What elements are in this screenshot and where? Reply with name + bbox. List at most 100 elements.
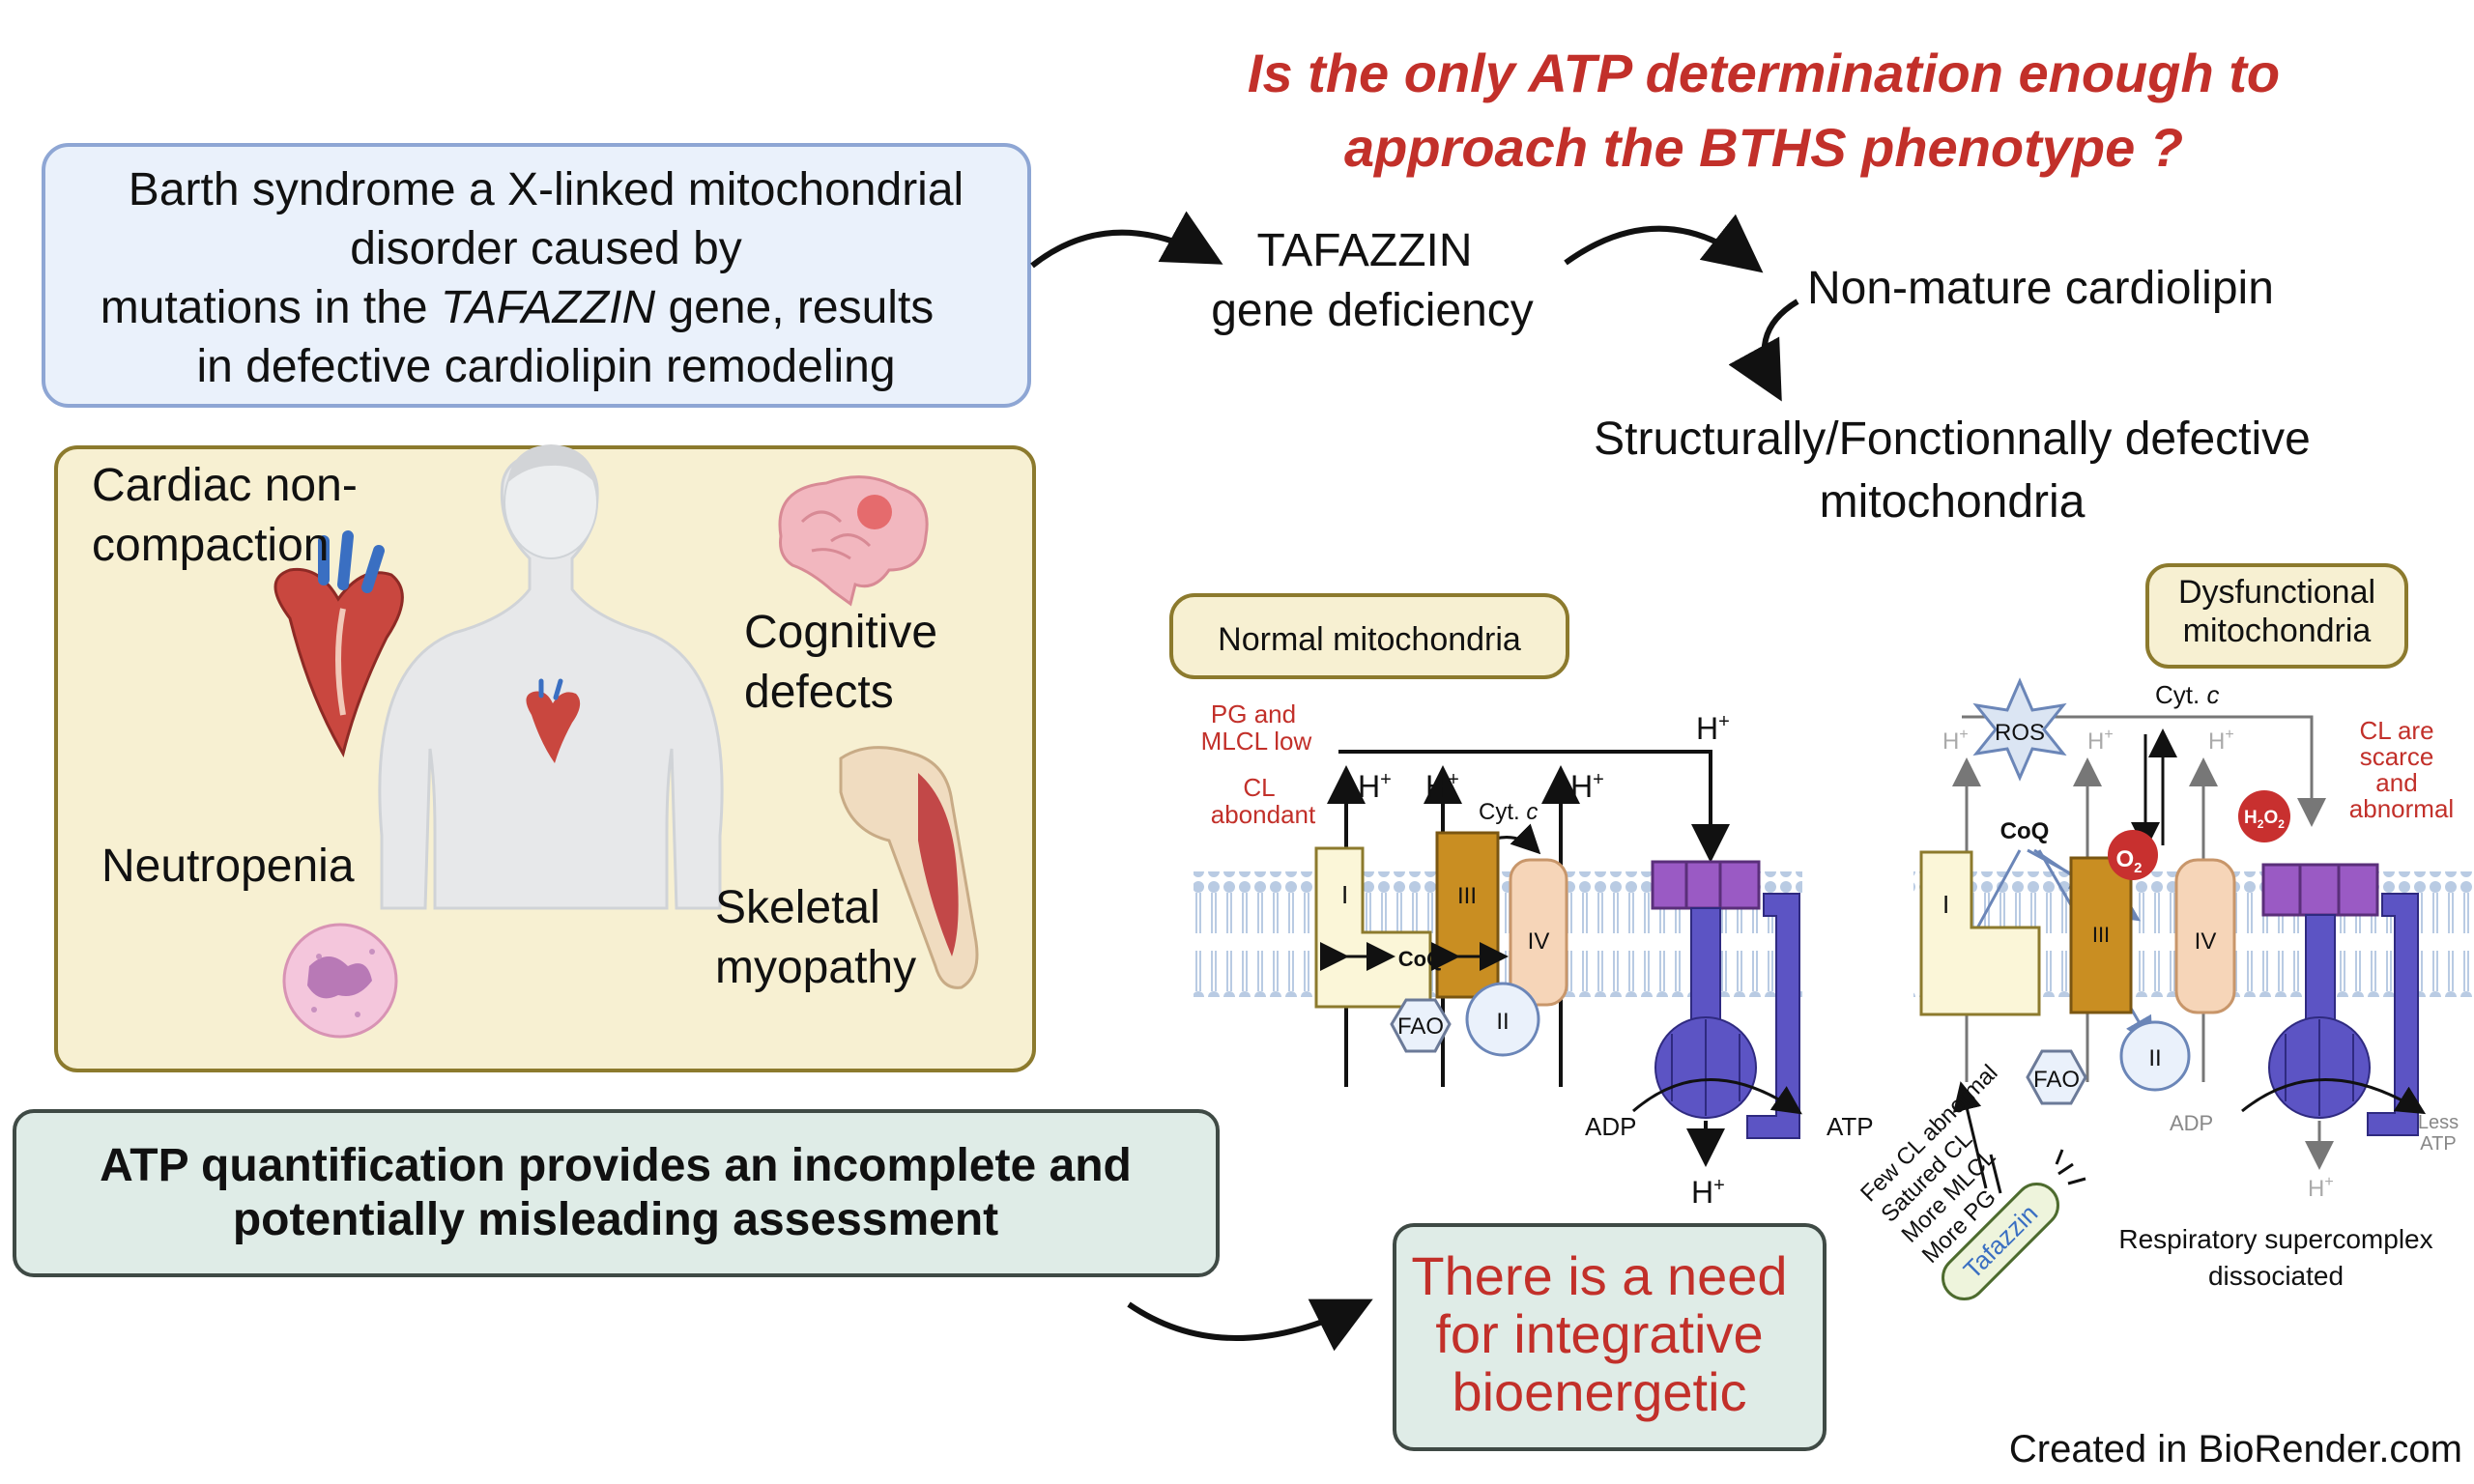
normal-fao-label: FAO	[1397, 1013, 1444, 1040]
flow-arrow-2	[1564, 214, 1764, 273]
dys-fao-label: FAO	[2033, 1067, 2080, 1093]
cardiac-line2: compaction	[92, 520, 329, 571]
superoxide-label: O2	[2115, 846, 2142, 876]
normal-h-plus-2: H+	[1425, 769, 1459, 804]
dysfunctional-line1: Dysfunctional	[2178, 574, 2375, 611]
normal-complex-III	[1435, 831, 1500, 999]
atp-quantification-box: ATP quantification provides an incomplet…	[13, 1109, 1220, 1277]
question-line2: approach the BTHS phenotype ?	[1344, 117, 2183, 178]
defective-line2: mitochondria	[1820, 476, 2086, 528]
flow-arrow-1	[1030, 211, 1223, 269]
dys-cl-line2: scarce	[2360, 742, 2434, 771]
tafazzin-line1: TAFAZZIN	[1256, 225, 1472, 276]
dysfunctional-line2: mitochondria	[2183, 613, 2372, 649]
question-line1: Is the only ATP determination enough to	[1248, 43, 2280, 103]
supercomplex-line1: Respiratory supercomplex	[2118, 1224, 2432, 1254]
cl-line1: CL	[1243, 773, 1275, 802]
nonmature-cardiolipin: Non-mature cardiolipin	[1807, 263, 2274, 314]
ros-star	[1972, 677, 2067, 782]
superoxide-icon	[2108, 830, 2158, 880]
normal-adp: ADP	[1585, 1112, 1636, 1141]
biorender-credit: Created in BioRender.com	[2009, 1428, 2462, 1470]
normal-h-plus-3: H+	[1570, 769, 1604, 804]
skeletal-line2: myopathy	[715, 942, 916, 993]
h2o2-icon	[2238, 790, 2290, 842]
less-atp-line1: Less	[2418, 1112, 2459, 1133]
dys-cytc: Cyt. c	[2155, 680, 2219, 709]
ros-label: ROS	[1995, 720, 2045, 746]
normal-complex-I-label: I	[1341, 880, 1348, 909]
defective-line1: Structurally/Fonctionnally defective	[1594, 414, 2311, 465]
skeletal-muscle-illustration	[839, 746, 979, 989]
atp-line2: potentially misleading assessment	[233, 1194, 998, 1245]
dys-coq: CoQ	[2000, 818, 2050, 844]
normal-atp: ATP	[1827, 1112, 1874, 1141]
dys-complex-I	[1919, 850, 2041, 1016]
normal-mitochondria-panel: Normal mitochondria PG and MLCL low CL a…	[1169, 593, 1874, 1210]
cl-line2: abondant	[1211, 800, 1316, 829]
brain-illustration	[778, 475, 929, 607]
cognitive-line2: defects	[744, 667, 894, 718]
normal-coq: CoQ	[1398, 947, 1443, 971]
normal-complex-IV	[1509, 858, 1568, 1007]
dys-complex-I-label: I	[1942, 890, 1949, 919]
normal-cytc: Cyt. c	[1479, 799, 1538, 825]
normal-fao	[1390, 998, 1452, 1053]
human-body-figure	[378, 444, 724, 910]
barth-line4: in defective cardiolipin remodeling	[196, 341, 895, 392]
dys-complex-IV-label: IV	[2195, 928, 2217, 955]
normal-h-plus-bottom: H+	[1691, 1175, 1725, 1210]
barth-line3: mutations in the TAFAZZIN gene, results	[101, 282, 935, 333]
dys-fao	[2026, 1049, 2087, 1105]
dys-complex-IV	[2174, 858, 2236, 1014]
normal-atp-synthase	[1651, 860, 1800, 1139]
dysfunctional-mitochondria-panel: Dysfunctional mitochondria Cyt. c CL are…	[1856, 563, 2474, 1300]
dys-atp-synthase	[2261, 863, 2419, 1136]
normal-h-plus-top: H+	[1696, 711, 1730, 746]
normal-complex-II-label: II	[1496, 1009, 1509, 1035]
dys-complex-II	[2119, 1020, 2191, 1092]
dys-h-plus-bottom: H+	[2308, 1174, 2334, 1202]
pathogenesis-flow: TAFAZZIN gene deficiency Non-mature card…	[1030, 211, 2311, 528]
pg-mlcl-line2: MLCL low	[1201, 727, 1312, 756]
normal-complex-III-label: III	[1457, 883, 1477, 909]
dys-complex-III	[2069, 856, 2133, 1014]
tafazzin-line2: gene deficiency	[1211, 285, 1534, 336]
need-line1: There is a need	[1411, 1245, 1787, 1306]
pg-mlcl-line1: PG and	[1211, 699, 1296, 728]
normal-complex-IV-label: IV	[1528, 928, 1550, 955]
dys-complex-III-label: III	[2092, 923, 2110, 947]
normal-h-plus-1: H+	[1358, 769, 1392, 804]
dys-adp: ADP	[2170, 1111, 2213, 1135]
cognitive-line1: Cognitive	[744, 607, 937, 658]
neutropenia-label: Neutropenia	[101, 841, 355, 892]
flow-arrow-3	[1728, 299, 1799, 402]
atp-line1: ATP quantification provides an incomplet…	[100, 1140, 1132, 1191]
dys-h-plus-2: H+	[2087, 727, 2114, 755]
dys-h-plus-1: H+	[1942, 727, 1969, 755]
barth-line1: Barth syndrome a X-linked mitochondrial	[129, 164, 964, 215]
need-line3: bioenergetic	[1452, 1361, 1746, 1422]
tafazzin-burst-icon	[2055, 1149, 2086, 1185]
normal-label: Normal mitochondria	[1218, 621, 1521, 658]
chest-heart-icon	[526, 678, 581, 763]
neutrophil-illustration	[282, 923, 398, 1039]
phenotypes-box: Cardiac non- compaction Cognitive defect…	[54, 444, 1036, 1072]
skeletal-line1: Skeletal	[715, 882, 880, 933]
research-question: Is the only ATP determination enough to …	[1248, 43, 2280, 178]
dys-complex-II-label: II	[2148, 1045, 2161, 1071]
need-line2: for integrative	[1435, 1303, 1763, 1364]
dys-cl-line3: and	[2375, 768, 2417, 797]
cardiac-line1: Cardiac non-	[92, 460, 358, 511]
barth-syndrome-box: Barth syndrome a X-linked mitochondrial …	[42, 143, 1031, 408]
heart-illustration	[273, 530, 404, 757]
dys-cl-line1: CL are	[2359, 716, 2433, 745]
integrative-need-box: There is a need for integrative bioenerg…	[1393, 1223, 1827, 1451]
h2o2-label: H2O2	[2244, 808, 2285, 831]
less-atp-line2: ATP	[2420, 1133, 2456, 1155]
dys-h-plus-3: H+	[2208, 727, 2234, 755]
normal-complex-II	[1465, 982, 1540, 1057]
supercomplex-line2: dissociated	[2208, 1261, 2344, 1291]
